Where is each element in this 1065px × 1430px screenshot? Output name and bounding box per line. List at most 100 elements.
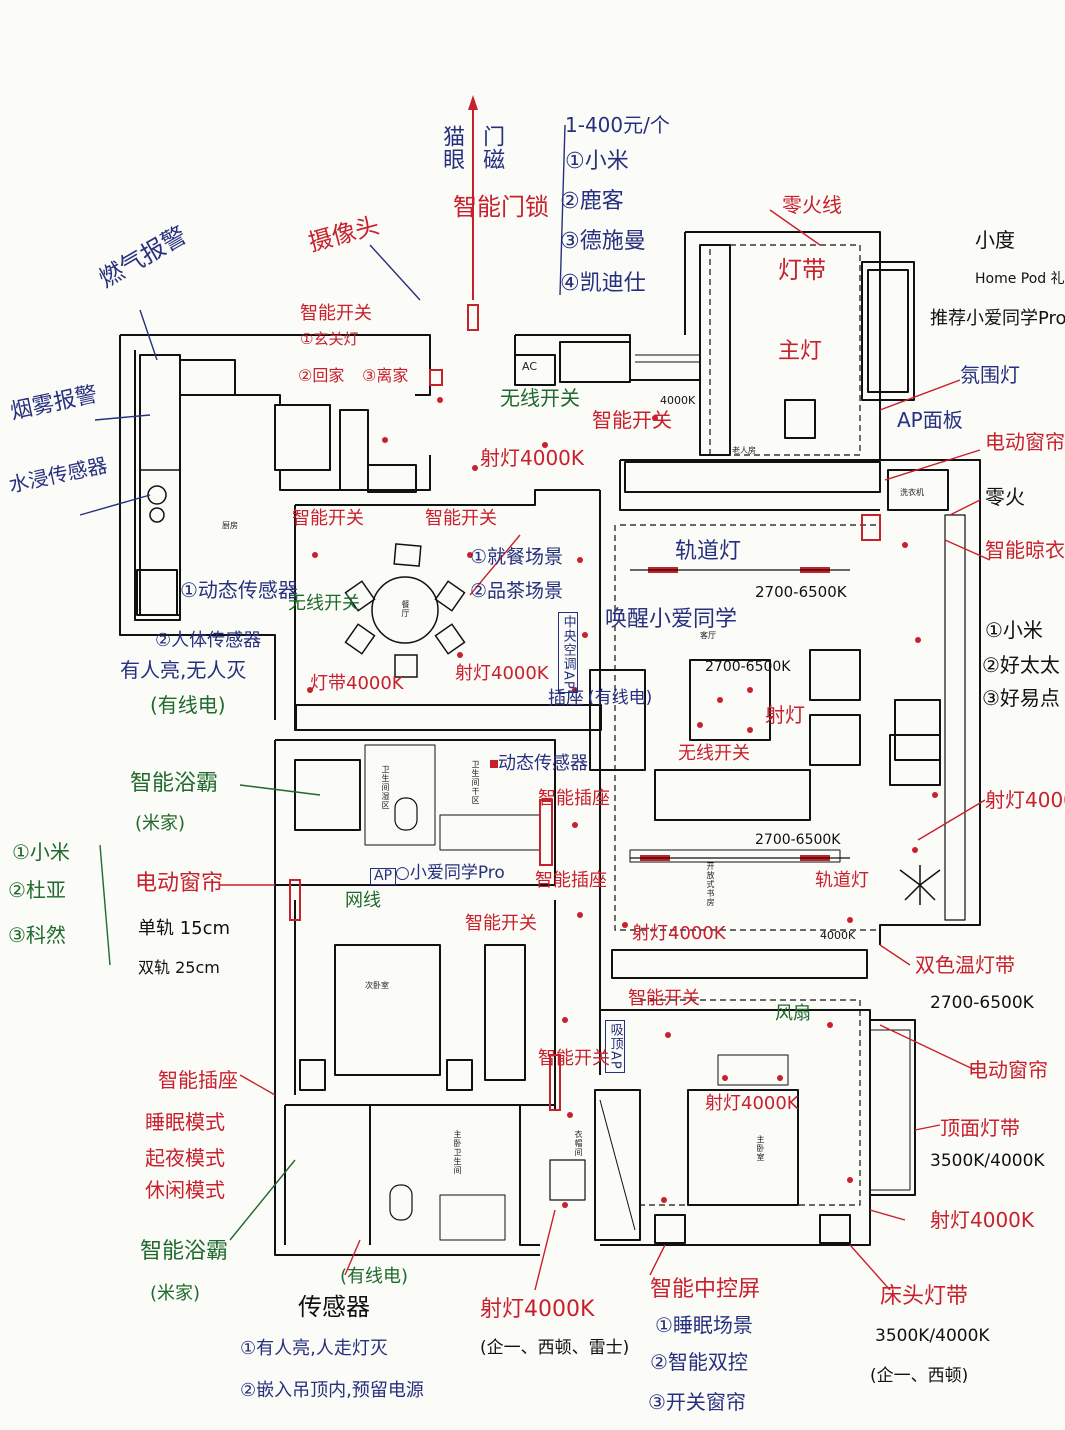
label-elec-curtain-top: 电动窗帘 xyxy=(985,430,1065,454)
label-elec-curtain-mid: 电动窗帘 xyxy=(135,871,224,896)
lock-brand-2: ②鹿客 xyxy=(560,189,624,214)
label-homepod: Home Pod 礼物 xyxy=(975,271,1065,287)
dining-scene-2: ②品茶场景 xyxy=(470,580,564,602)
label-smart-plug2: 智能插座 xyxy=(535,870,607,891)
label-square-range: 2700-6500K xyxy=(705,659,791,675)
label-battery2: (有线电) xyxy=(340,1266,409,1287)
label-smart-plug: 智能插座 xyxy=(538,788,610,809)
label-double-rail: 双轨 25cm xyxy=(138,958,220,977)
label-wired: (有线电) xyxy=(150,693,226,717)
lock-brand-3: ③德施曼 xyxy=(560,229,646,254)
room-bath-dry: 卫生间干区 xyxy=(471,760,480,805)
bed-mode-2: 起夜模式 xyxy=(145,1146,225,1170)
room-washer: 洗衣机 xyxy=(900,488,924,497)
room-master-bed: 主卧室 xyxy=(756,1135,765,1162)
sensor-item-2: ②嵌入吊顶内,预留电源 xyxy=(240,1380,424,1401)
label-ap-mid: AP xyxy=(370,868,397,885)
label-plug: 插座 xyxy=(548,688,584,709)
room-master-bath: 主卧卫生间 xyxy=(453,1130,462,1175)
label-smart-plug-bed: 智能插座 xyxy=(158,1068,238,1092)
bed-mode-1: 睡眠模式 xyxy=(145,1110,225,1134)
label-recommend: 推荐小爱同学Pro xyxy=(930,308,1065,329)
label-spot-dining: 射灯4000K xyxy=(455,663,549,684)
label-battery: (有线电) xyxy=(588,688,653,708)
label-wireless-sw2: 无线开关 xyxy=(678,743,750,764)
lock-brand-0: 1-400元/个 xyxy=(565,113,670,137)
label-strip-dining: 灯带4000K xyxy=(310,673,404,694)
label-motion-sensor: ①动态传感器 xyxy=(180,578,298,602)
label-smart-sw-master: 智能开关 xyxy=(628,988,700,1009)
panel-item-1: ①睡眠场景 xyxy=(655,1313,753,1337)
label-range2: 2700-6500K xyxy=(755,832,841,848)
label-network: 网线 xyxy=(345,890,381,911)
label-ambient-top: 零火线 xyxy=(782,193,842,217)
label-smart-lock: 智能门锁 xyxy=(453,193,549,221)
label-wind: 风扇 xyxy=(775,1003,811,1024)
label-spot-living: 射灯 xyxy=(765,703,805,727)
label-smart-switch-l: 智能开关 xyxy=(465,913,537,934)
room-closet: 衣帽间 xyxy=(574,1130,583,1157)
entry-switch-3: ③离家 xyxy=(362,366,409,385)
label-door-bell: 猫眼 xyxy=(439,125,465,171)
label-ap-panel: AP面板 xyxy=(897,408,963,432)
label-xiaodu: 小度 xyxy=(975,228,1015,252)
sensor-item-1: ①有人亮,人走灯灭 xyxy=(240,1338,388,1359)
room-ac: AC xyxy=(522,360,538,373)
label-dual-strip: 双色温灯带 xyxy=(915,953,1015,977)
label-sensor: 传感器 xyxy=(298,1293,370,1321)
label-ceiling-strip: 顶面灯带 xyxy=(940,1116,1020,1140)
label-wireless-sw: 无线开关 xyxy=(288,593,360,614)
label-heater2-sub: (米家) xyxy=(150,1283,201,1304)
label-spot-r: 射灯4000K xyxy=(985,788,1065,812)
bed-mode-3: 休闲模式 xyxy=(145,1178,225,1202)
room-second-bed: 次卧室 xyxy=(365,981,389,990)
label-spot-bottom: 射灯4000K xyxy=(480,1297,595,1322)
room-study: 开放式书房 xyxy=(706,862,715,907)
dining-scene-1: ①就餐场景 xyxy=(470,546,564,568)
label-heater: 智能浴霸 xyxy=(130,771,219,796)
label-network-top: 无线开关 xyxy=(500,386,580,410)
label-smart-switch-1: 智能开关 xyxy=(592,408,672,432)
label-smart-switch-d2: 智能开关 xyxy=(425,508,497,529)
label-track-light2: 轨道灯 xyxy=(815,870,869,891)
label-xiaoai-pro: ○小爱同学Pro xyxy=(395,863,505,883)
room-living: 客厅 xyxy=(700,631,716,640)
room-dining: 餐厅 xyxy=(401,600,410,618)
entry-switch-2: ②回家 xyxy=(298,366,345,385)
label-ceiling-range: 3500K/4000K xyxy=(930,1151,1045,1171)
label-track-range: 2700-6500K xyxy=(755,583,847,601)
label-bottom-strip-range: 3500K/4000K xyxy=(875,1326,990,1346)
curtain-brand-3: ③科然 xyxy=(8,923,66,947)
label-xiaoai: 唤醒小爱同学 xyxy=(605,607,738,632)
entry-switch-title: 智能开关 xyxy=(300,303,372,324)
room-kitchen: 厨房 xyxy=(222,521,238,530)
lock-brand-4: ④凯迪仕 xyxy=(560,271,646,296)
label-dual-range: 2700-6500K xyxy=(930,993,1034,1013)
label-elec-curtain-master: 电动窗帘 xyxy=(968,1058,1048,1082)
room-elder-bed: 老人房 xyxy=(732,446,756,455)
label-main-light: 主灯 xyxy=(778,339,823,364)
rack-brand-1: ①小米 xyxy=(985,618,1043,642)
label-bottom-strip-brands: (企一、西顿) xyxy=(870,1366,969,1386)
curtain-brand-1: ①小米 xyxy=(12,840,70,864)
label-spot-bottom-brands: (企一、西顿、雷士) xyxy=(480,1338,630,1358)
label-bottom-strip: 床头灯带 xyxy=(880,1284,969,1309)
lock-brand-1: ①小米 xyxy=(565,149,629,174)
label-door-sensor: 门磁 xyxy=(479,125,505,171)
rack-brand-2: ②好太太 xyxy=(982,653,1060,677)
label-spot-master2: 射灯4000K xyxy=(705,1093,799,1114)
label-drying-rack: 智能晾衣架 xyxy=(985,538,1065,562)
label-light-strip-elder: 灯带 xyxy=(778,256,826,284)
label-smart-switch-d1: 智能开关 xyxy=(292,508,364,529)
label-k4000c: 4000K xyxy=(820,929,856,942)
label-zero-fire2: 零火 xyxy=(985,485,1025,509)
label-ambient: 氛围灯 xyxy=(960,363,1020,387)
label-smart-switch-sec: 智能开关 xyxy=(538,1048,610,1069)
label-ap-vert: 中央空调AP xyxy=(558,612,578,693)
label-cond: 有人亮,无人灭 xyxy=(120,658,247,682)
room-bath-wet: 卫生间湿区 xyxy=(381,765,390,810)
label-motion-sensor3: 动态传感器 xyxy=(498,753,588,774)
label-motion-sensor2: ②人体传感器 xyxy=(155,630,262,651)
label-smart-panel: 智能中控屏 xyxy=(650,1277,761,1302)
